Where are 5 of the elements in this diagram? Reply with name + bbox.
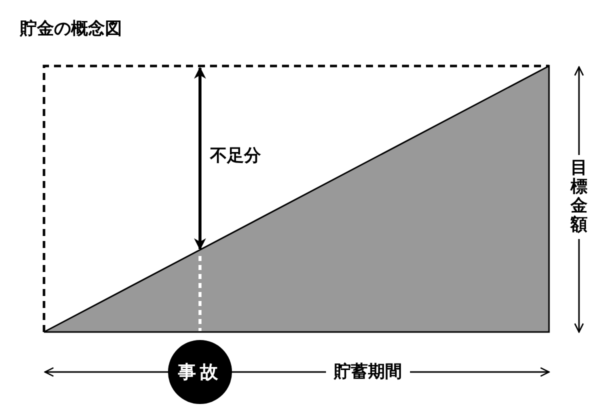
axis-label: 貯蓄期間	[326, 360, 410, 383]
dimension-label: 不足分	[210, 145, 261, 167]
dimension-label: 目標金額	[569, 155, 589, 239]
title: 貯金の概念図	[20, 18, 122, 40]
event-circle: 事故	[168, 340, 232, 404]
